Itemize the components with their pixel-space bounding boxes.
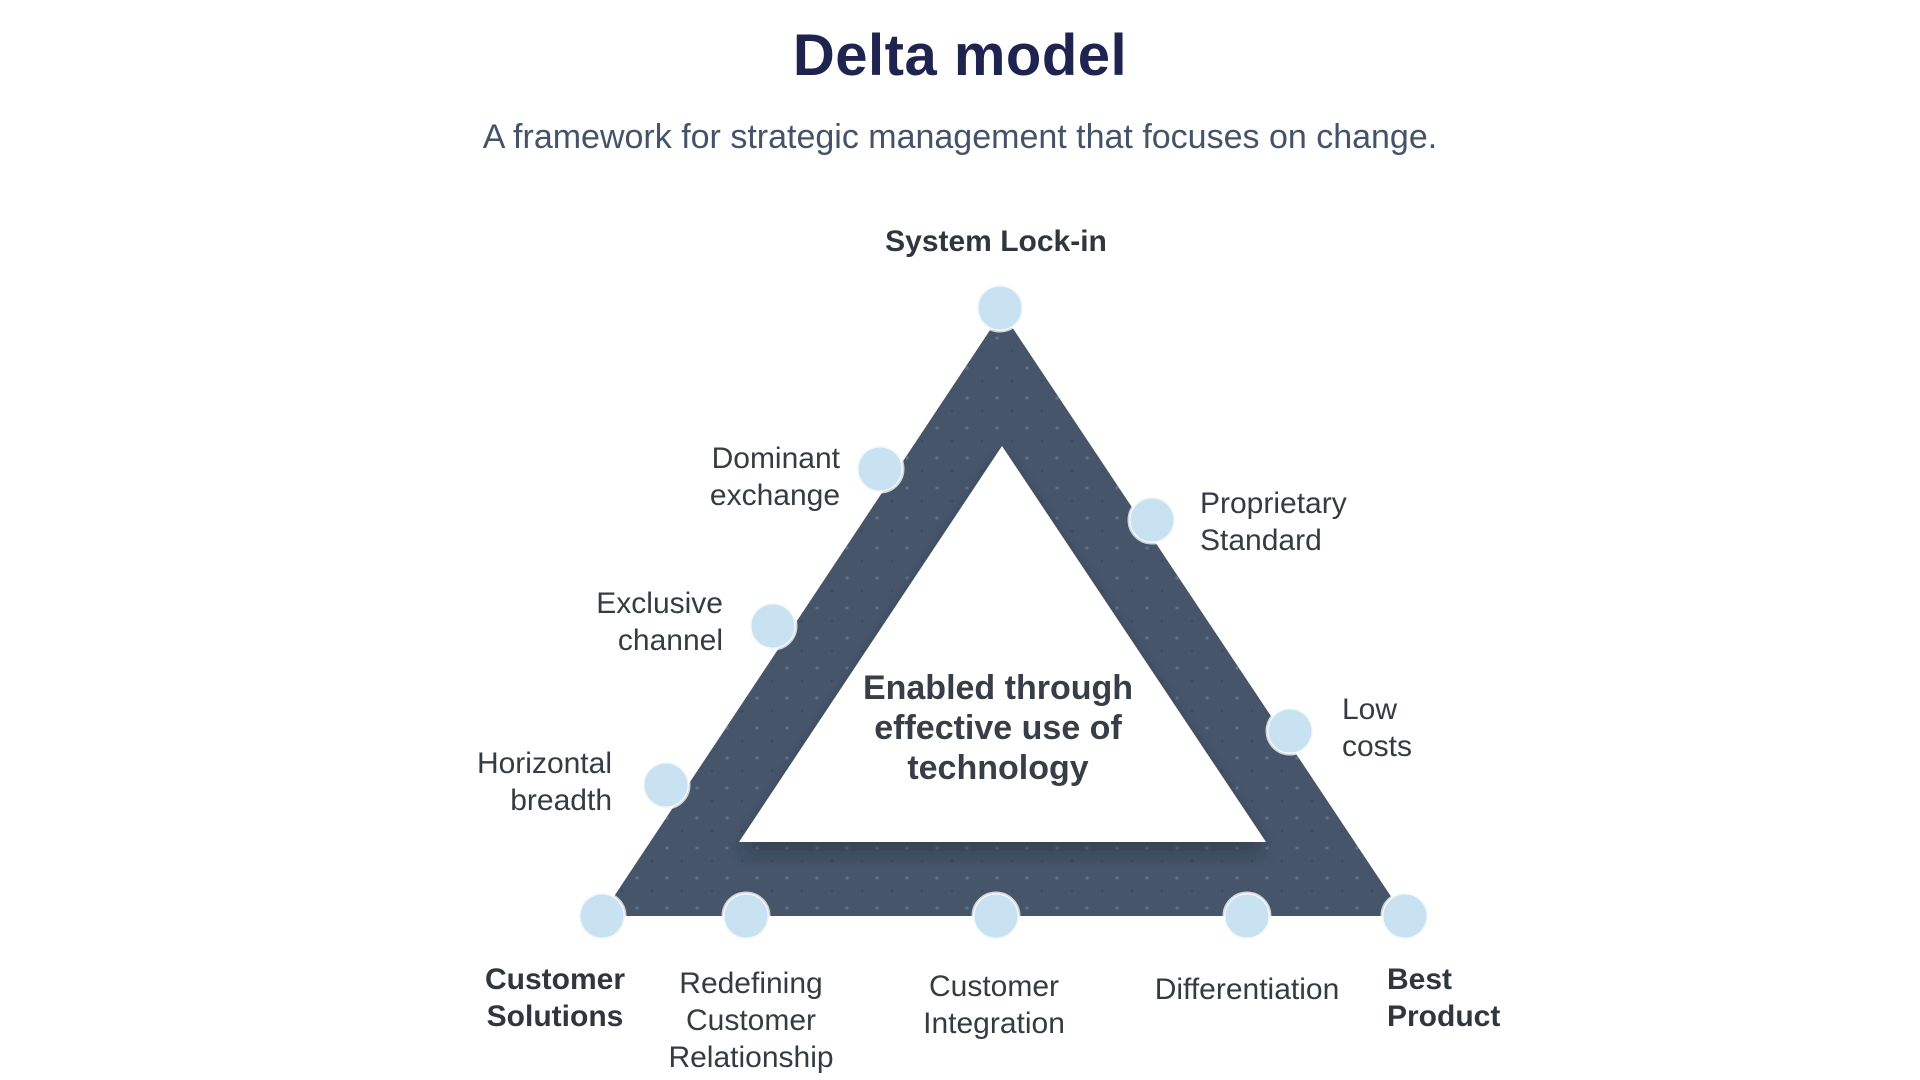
page-title: Delta model: [792, 23, 1128, 88]
node-dot-best-product: [1380, 891, 1430, 941]
label-system-lock-in: System Lock-in: [885, 225, 1107, 258]
node-dot-dominant-exchange: [855, 444, 905, 494]
node-dot-system-lock-in: [975, 283, 1025, 333]
node-dot-exclusive-channel: [748, 601, 798, 651]
node-dot-customer-integration: [971, 891, 1021, 941]
label-customer-solutions: Customer Solutions: [484, 963, 626, 1033]
center-caption: Enabled through effective use of technol…: [862, 669, 1134, 788]
label-best-product: Best Product: [1387, 963, 1501, 1033]
node-dot-low-costs: [1265, 706, 1315, 756]
label-redefining-customer-relationship: Redefining Customer Relationship: [668, 967, 834, 1074]
node-dot-customer-solutions: [577, 891, 627, 941]
node-dot-horizontal-breadth: [641, 760, 691, 810]
page-subtitle: A framework for strategic management tha…: [482, 118, 1438, 156]
node-dot-differentiation: [1222, 891, 1272, 941]
label-customer-integration: Customer Integration: [923, 970, 1065, 1040]
node-dot-proprietary-standard: [1127, 495, 1177, 545]
label-proprietary-standard: Proprietary Standard: [1200, 487, 1347, 557]
label-dominant-exchange: Dominant exchange: [709, 442, 840, 512]
label-exclusive-channel: Exclusive channel: [596, 587, 723, 657]
label-differentiation: Differentiation: [1154, 973, 1340, 1006]
label-horizontal-breadth: Horizontal breadth: [476, 747, 612, 817]
node-dot-redefining-customer-relationship: [721, 891, 771, 941]
label-low-costs: Low costs: [1342, 693, 1413, 763]
triangle-inner-cutout: [739, 446, 1266, 842]
